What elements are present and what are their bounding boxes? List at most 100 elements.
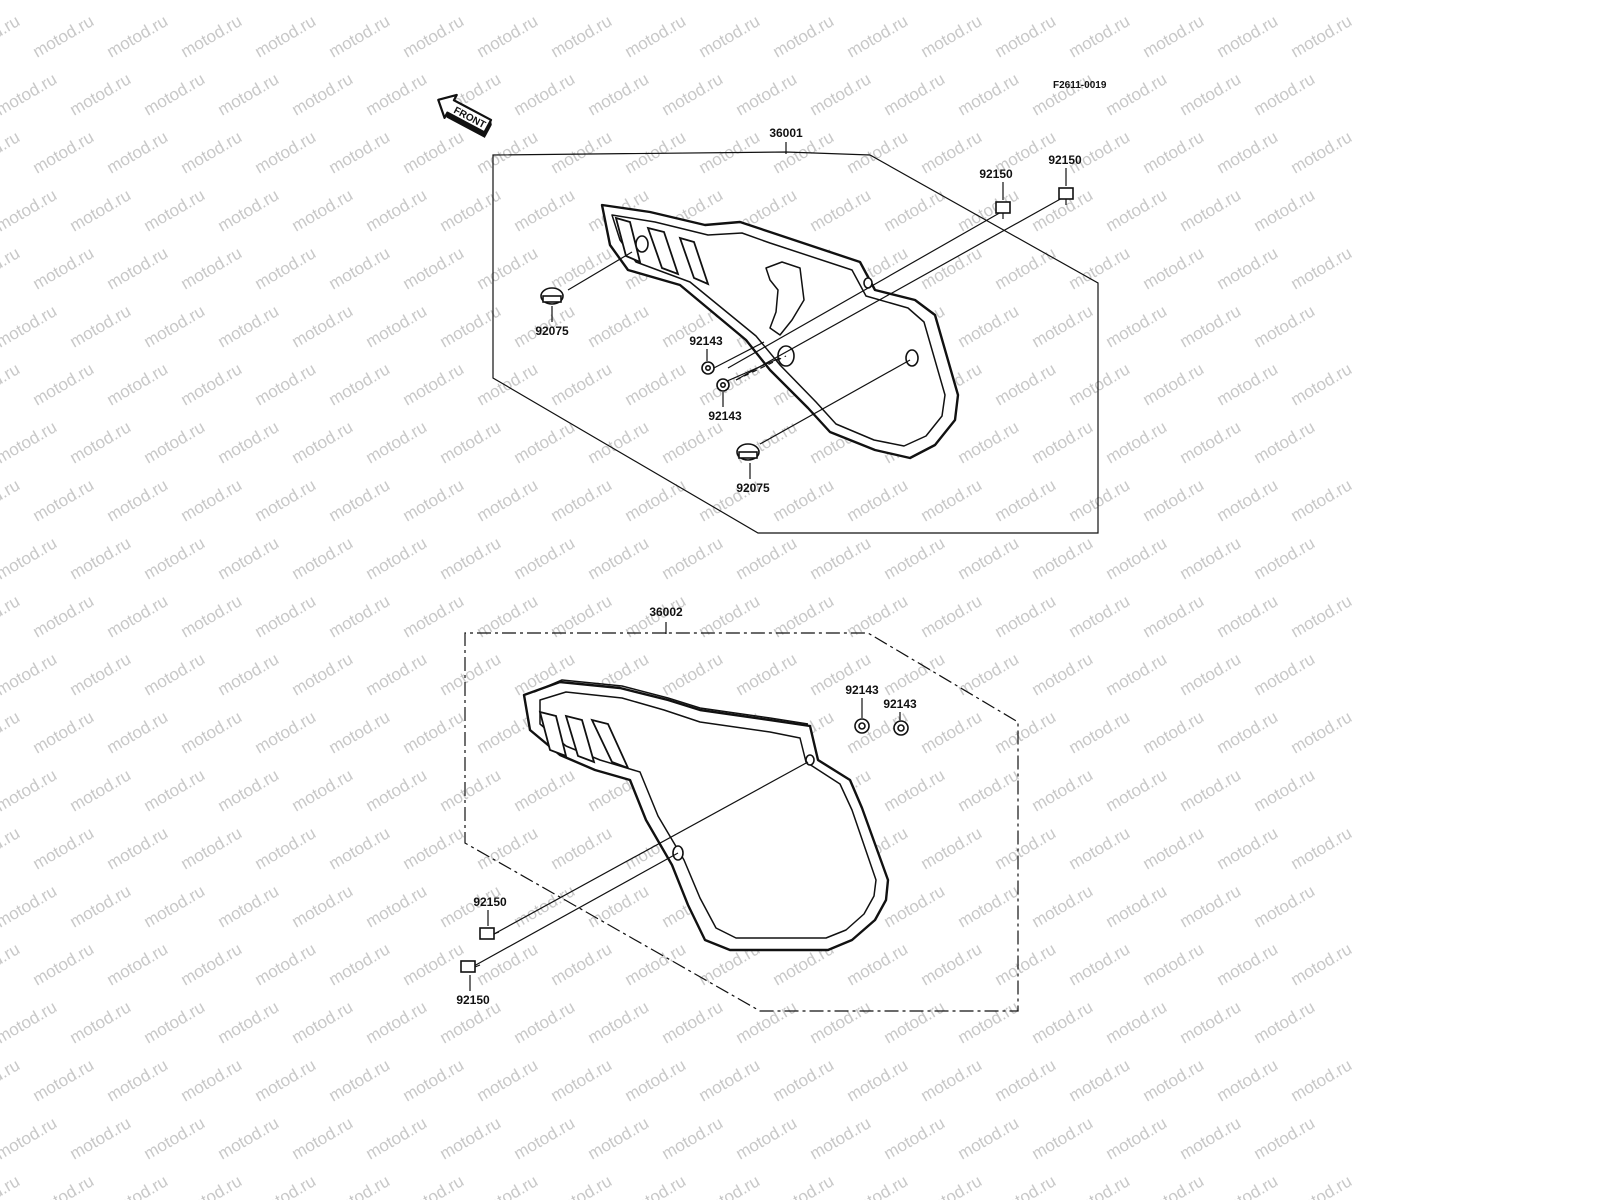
watermark-text: motod.ru (178, 127, 246, 177)
watermark-text: motod.ru (770, 11, 838, 61)
watermark-text: motod.ru (104, 359, 172, 409)
watermark-text: motod.ru (1177, 765, 1245, 815)
watermark-text: motod.ru (807, 69, 875, 119)
watermark-text: motod.ru (1066, 591, 1134, 641)
watermark-text: motod.ru (67, 0, 135, 3)
watermark-text: motod.ru (104, 1171, 172, 1200)
watermark-text: motod.ru (437, 533, 505, 583)
watermark-text: motod.ru (696, 1055, 764, 1105)
watermark-text: motod.ru (400, 591, 468, 641)
watermark-text: motod.ru (178, 475, 246, 525)
callout-grommet-top: 92075 (535, 324, 569, 338)
watermark-text: motod.ru (400, 1171, 468, 1200)
watermark-text: motod.ru (252, 707, 320, 757)
watermark-text: motod.ru (0, 359, 23, 409)
watermark-text: motod.ru (400, 127, 468, 177)
watermark-text: motod.ru (955, 765, 1023, 815)
watermark-text: motod.ru (178, 1171, 246, 1200)
watermark-text: motod.ru (0, 1055, 23, 1105)
watermark-text: motod.ru (881, 533, 949, 583)
callout-grommet-bottom: 92075 (736, 481, 770, 495)
watermark-text: motod.ru (215, 881, 283, 931)
watermark-text: motod.ru (585, 881, 653, 931)
watermark-text: motod.ru (289, 185, 357, 235)
watermark-text: motod.ru (1251, 301, 1319, 351)
watermark-text: motod.ru (363, 533, 431, 583)
watermark-text: motod.ru (1103, 417, 1171, 467)
watermark-text: motod.ru (1140, 591, 1208, 641)
watermark-text: motod.ru (0, 707, 23, 757)
watermark-text: motod.ru (770, 475, 838, 525)
watermark-text: motod.ru (400, 11, 468, 61)
watermark-text: motod.ru (1251, 881, 1319, 931)
watermark-text: motod.ru (1140, 475, 1208, 525)
watermark-text: motod.ru (0, 939, 23, 989)
watermark-text: motod.ru (659, 533, 727, 583)
watermark-text: motod.ru (548, 359, 616, 409)
watermark-text: motod.ru (67, 185, 135, 235)
watermark-text: motod.ru (807, 185, 875, 235)
watermark-text: motod.ru (733, 1113, 801, 1163)
bolt-92150-b (460, 960, 481, 973)
watermark-text: motod.ru (1288, 823, 1356, 873)
watermark-text: motod.ru (289, 417, 357, 467)
collar-92143-a (701, 361, 715, 375)
watermark-text: motod.ru (955, 881, 1023, 931)
vent-slot-3 (590, 718, 630, 770)
watermark-text: motod.ru (252, 823, 320, 873)
watermark-text: motod.ru (733, 997, 801, 1047)
watermark-text: motod.ru (844, 475, 912, 525)
watermark-text: motod.ru (955, 533, 1023, 583)
watermark-text: motod.ru (289, 69, 357, 119)
watermark-text: motod.ru (0, 11, 23, 61)
watermark-text: motod.ru (1103, 185, 1171, 235)
watermark-text: motod.ru (1214, 475, 1282, 525)
watermark-text: motod.ru (992, 707, 1060, 757)
watermark-text: motod.ru (326, 243, 394, 293)
watermark-text: motod.ru (141, 997, 209, 1047)
watermark-text: motod.ru (67, 649, 135, 699)
watermark-text: motod.ru (1029, 417, 1097, 467)
watermark-text: motod.ru (1251, 649, 1319, 699)
grommet-92075-bottom (736, 443, 760, 461)
watermark-text: motod.ru (289, 301, 357, 351)
watermark-text: motod.ru (585, 0, 653, 3)
watermark-text: motod.ru (1251, 69, 1319, 119)
watermark-text: motod.ru (400, 707, 468, 757)
watermark-text: motod.ru (252, 359, 320, 409)
watermark-text: motod.ru (252, 11, 320, 61)
watermark-text: motod.ru (1103, 649, 1171, 699)
watermark-text: motod.ru (289, 649, 357, 699)
watermark-text: motod.ru (511, 997, 579, 1047)
watermark-text: motod.ru (1140, 939, 1208, 989)
bolt-92150-a (995, 201, 1011, 219)
watermark-text: motod.ru (474, 11, 542, 61)
watermark-text: motod.ru (1103, 69, 1171, 119)
side-cover-right-top-flange (533, 679, 809, 725)
watermark-text: motod.ru (1251, 765, 1319, 815)
watermark-text: motod.ru (918, 939, 986, 989)
watermark-text: motod.ru (992, 475, 1060, 525)
side-cover-left-recess (765, 261, 805, 336)
watermark-text: motod.ru (0, 185, 60, 235)
watermark-text: motod.ru (992, 1171, 1060, 1200)
watermark-text: motod.ru (104, 11, 172, 61)
watermark-text: motod.ru (1066, 823, 1134, 873)
watermark-text: motod.ru (67, 69, 135, 119)
watermark-text: motod.ru (733, 69, 801, 119)
watermark-text: motod.ru (696, 591, 764, 641)
watermark-text: motod.ru (733, 0, 801, 3)
watermark-text: motod.ru (0, 765, 60, 815)
watermark-text: motod.ru (918, 127, 986, 177)
watermark-text: motod.ru (67, 301, 135, 351)
watermark-text: motod.ru (0, 649, 60, 699)
watermark-text: motod.ru (622, 11, 690, 61)
watermark-text: motod.ru (326, 1055, 394, 1105)
watermark-text: motod.ru (104, 823, 172, 873)
watermark-text: motod.ru (141, 533, 209, 583)
watermark-text: motod.ru (1214, 591, 1282, 641)
watermark-text: motod.ru (326, 823, 394, 873)
watermark-text: motod.ru (1214, 127, 1282, 177)
